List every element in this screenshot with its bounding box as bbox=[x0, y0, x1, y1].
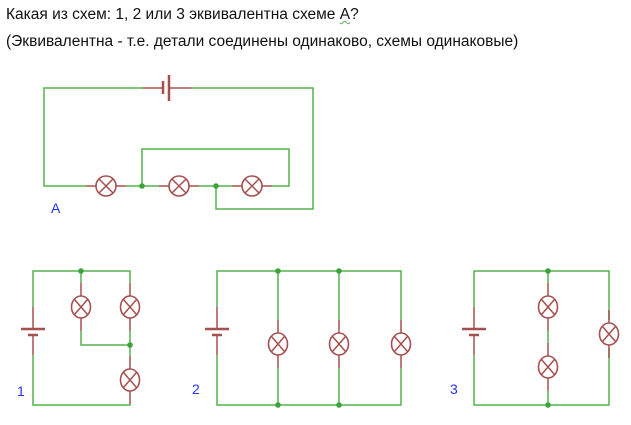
spellcheck-word: А bbox=[339, 6, 351, 23]
battery-icon bbox=[203, 305, 231, 357]
label-1: 1 bbox=[17, 383, 25, 399]
junction-dot bbox=[545, 402, 551, 408]
lamp-icon bbox=[598, 322, 620, 346]
question-line-1: Какая из схем: 1, 2 или 3 эквивалентна с… bbox=[6, 6, 359, 24]
question-line-2: (Эквивалентна - т.е. детали соединены од… bbox=[6, 33, 519, 50]
question-text: Какая из схем: 1, 2 или 3 эквивалентна с… bbox=[6, 6, 340, 23]
circuit-a bbox=[43, 75, 314, 210]
junction-dot bbox=[275, 402, 281, 408]
junction-dot bbox=[139, 183, 145, 189]
junction-dot bbox=[127, 342, 133, 348]
junction-dot bbox=[275, 268, 281, 274]
lamp-icon bbox=[70, 295, 92, 319]
label-2: 2 bbox=[192, 381, 200, 397]
lamp-icon bbox=[537, 295, 559, 319]
battery-icon bbox=[19, 305, 47, 357]
circuit-3 bbox=[460, 268, 620, 408]
junction-dot bbox=[78, 268, 84, 274]
circuit-1 bbox=[19, 268, 141, 406]
label-3: 3 bbox=[450, 381, 458, 397]
lamp-icon bbox=[168, 175, 190, 197]
junction-dot bbox=[336, 268, 342, 274]
lamp-icon bbox=[537, 355, 559, 379]
lamp-icon bbox=[390, 332, 412, 356]
lamp-icon bbox=[328, 332, 350, 356]
label-a: А bbox=[51, 200, 61, 216]
lamp-icon bbox=[267, 332, 289, 356]
battery-icon bbox=[460, 305, 488, 357]
lamp-icon bbox=[95, 175, 117, 197]
battery-icon bbox=[161, 75, 171, 101]
lamp-icon bbox=[119, 368, 141, 392]
lamp-icon bbox=[241, 175, 263, 197]
junction-dot bbox=[213, 183, 219, 189]
junction-dot bbox=[336, 402, 342, 408]
circuit-2 bbox=[203, 268, 412, 408]
question-mark: ? bbox=[350, 6, 359, 23]
junction-dot bbox=[545, 268, 551, 274]
lamp-icon bbox=[119, 295, 141, 319]
